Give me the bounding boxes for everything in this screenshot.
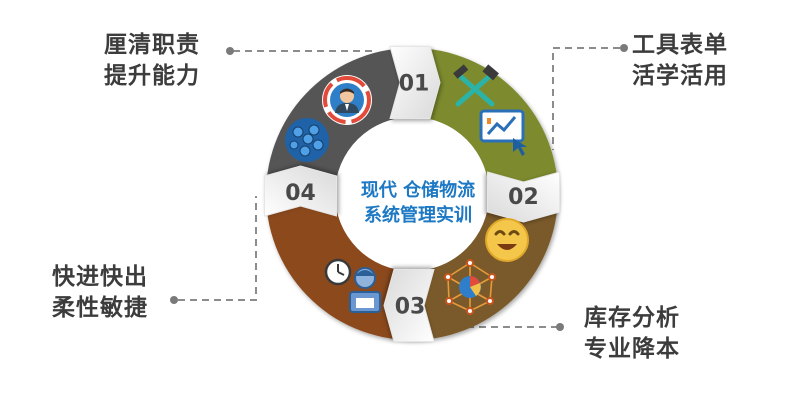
- connector-dot-top-left: [226, 47, 234, 55]
- step-tab-02: 02: [487, 171, 560, 223]
- network-pie-icon: [444, 259, 496, 315]
- label-top-left-line2: 提升能力: [104, 63, 200, 89]
- label-bottom-left-line1: 快进快出: [52, 264, 148, 290]
- step-number-03: 03: [395, 295, 426, 320]
- connector-dot-bottom-left: [170, 296, 178, 304]
- center-title-line1: 现代 仓储物流: [360, 180, 476, 201]
- label-bottom-right-line1: 库存分析: [584, 305, 680, 331]
- step-number-02: 02: [508, 185, 539, 210]
- molecule-icon: [285, 118, 329, 162]
- step-tabs: 01 02 03 04: [264, 46, 560, 342]
- clock-and-worker-icon: [324, 258, 381, 313]
- step-tab-01: 01: [389, 46, 441, 119]
- label-top-right: 工具表单 活学活用: [632, 30, 728, 92]
- center-title: 现代 仓储物流 系统管理实训: [318, 178, 518, 228]
- connector-top-right: [552, 47, 620, 150]
- connector-bottom-left: [178, 196, 257, 301]
- user-avatar-icon: [322, 75, 372, 125]
- center-title-line2: 系统管理实训: [364, 205, 472, 226]
- tools-and-chart-icon: [453, 64, 527, 156]
- connector-dot-bottom-right: [556, 323, 564, 331]
- label-bottom-right-line2: 专业降本: [584, 336, 680, 362]
- label-top-left-line1: 厘清职责: [104, 32, 200, 58]
- step-tab-03: 03: [383, 269, 435, 342]
- step-tab-04: 04: [264, 165, 337, 217]
- ring-inner-hole: [335, 117, 489, 271]
- label-bottom-left: 快进快出 柔性敏捷: [52, 262, 148, 324]
- label-bottom-left-line2: 柔性敏捷: [52, 295, 148, 321]
- label-top-right-line1: 工具表单: [632, 32, 728, 58]
- smiley-face-icon: [485, 218, 529, 262]
- step-number-04: 04: [285, 181, 316, 206]
- label-top-right-line2: 活学活用: [632, 63, 728, 89]
- step-number-01: 01: [399, 72, 430, 97]
- label-bottom-right: 库存分析 专业降本: [584, 303, 680, 365]
- connector-dot-top-right: [620, 44, 628, 52]
- label-top-left: 厘清职责 提升能力: [104, 30, 200, 92]
